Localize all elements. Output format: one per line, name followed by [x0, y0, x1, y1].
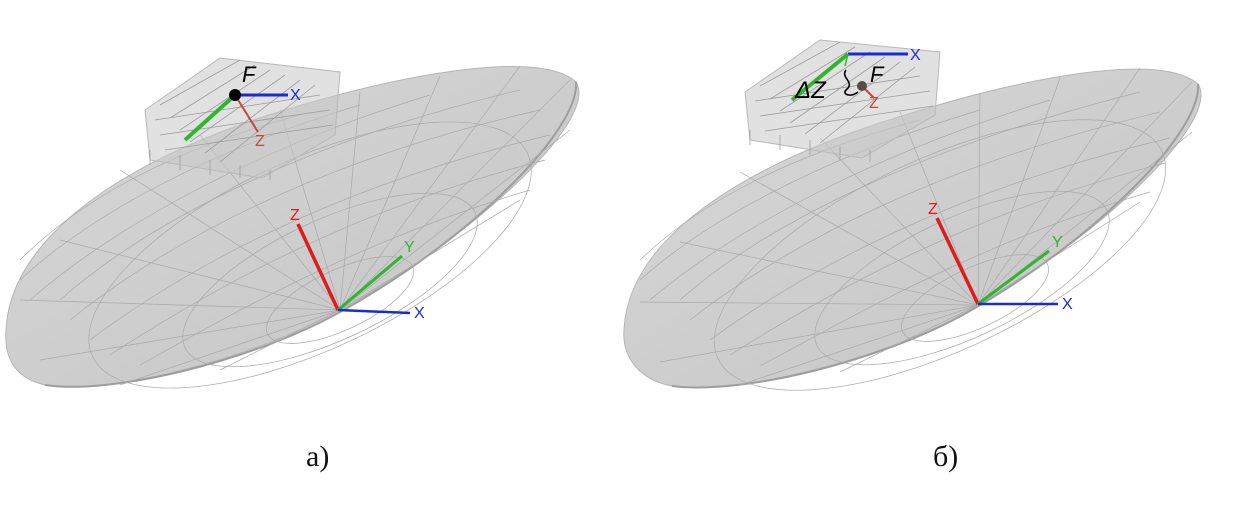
dish-y-label-b: Y [1052, 234, 1063, 251]
dish-x-label-a: X [414, 305, 425, 322]
offset-label-b: ΔZ [794, 77, 827, 104]
feed-axes-b: X Z F ΔZ [790, 47, 921, 112]
dish-axes-b: Z Y X [928, 201, 1073, 313]
feed-z-label-b: Z [869, 95, 879, 112]
reflector-dish-b [623, 67, 1202, 391]
feed-axes-a: X Z F [183, 62, 301, 150]
dish-x-label-b: X [1062, 296, 1073, 313]
caption-a: а) [306, 440, 330, 473]
reflector-dish-a [5, 65, 580, 389]
panel-b: X Z F ΔZ Z Y X [623, 39, 1202, 391]
feed-z-label-a: Z [255, 133, 265, 150]
focus-label-a: F [242, 62, 257, 87]
dish-axes-a: Z Y X [290, 207, 425, 322]
feed-x-label-a: X [290, 87, 301, 104]
feed-array-b [744, 39, 941, 162]
focus-point-b [857, 81, 867, 91]
feed-array-a [144, 57, 341, 180]
offset-brace-b [843, 69, 859, 96]
dish-mesh-b [639, 67, 1193, 391]
focus-point-a [229, 89, 241, 101]
panel-a: X Z F Z Y X [5, 57, 580, 389]
dish-z-label-a: Z [290, 207, 300, 224]
focus-label-b: F [870, 62, 885, 87]
dish-mesh-a [19, 65, 571, 389]
feed-x-label-b: X [910, 47, 921, 64]
dish-z-label-b: Z [928, 201, 938, 218]
dish-y-label-a: Y [404, 239, 415, 256]
caption-b: б) [933, 440, 959, 473]
